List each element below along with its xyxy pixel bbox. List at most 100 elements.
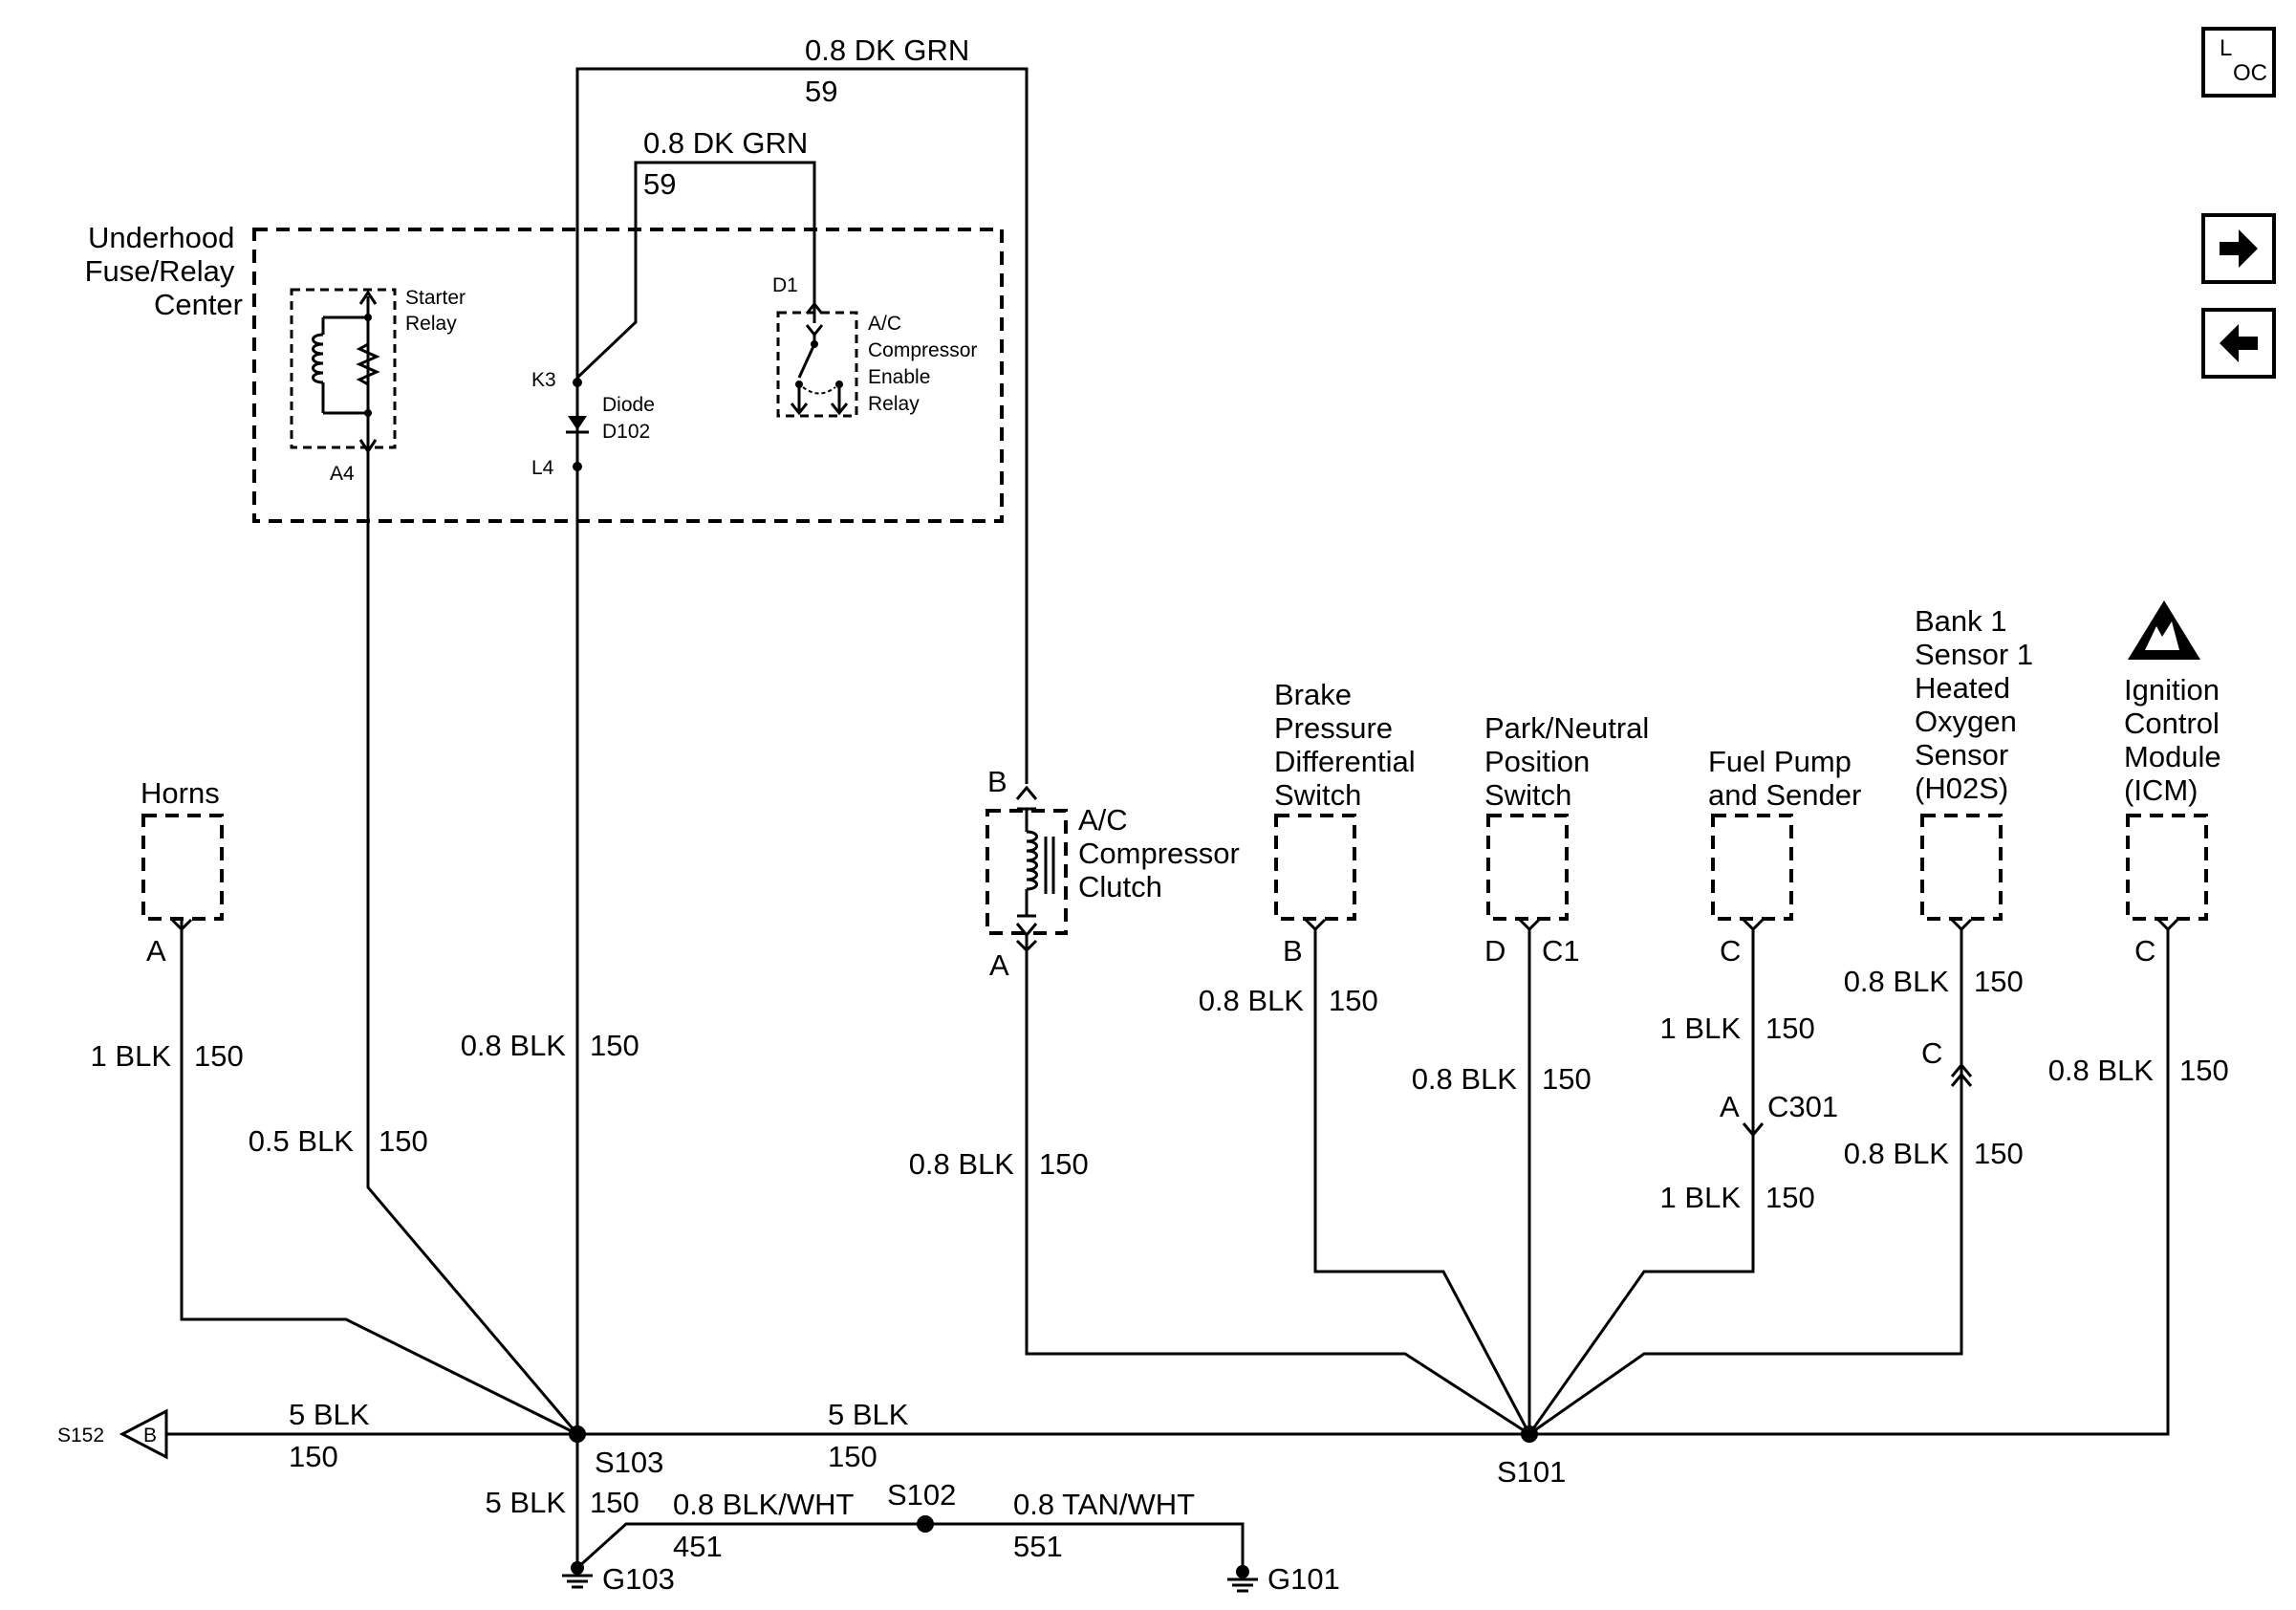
o2-label: Bank 1 Sensor 1 Heated Oxygen Sensor (H0… [1915,604,2042,805]
starter-relay-box [290,288,397,449]
g103-wire-circuit: 150 [590,1486,639,1519]
s152-pin: B [143,1425,157,1447]
park-wire-color: 0.8 BLK [1412,1062,1518,1096]
s102-left-wire-color: 0.8 BLK/WHT [673,1488,855,1521]
park-wire-circuit: 150 [1542,1062,1592,1096]
diode-label: Diode D102 [602,394,661,443]
wire-clutch [1025,935,1530,1436]
brake-wire-circuit: 150 [1329,984,1378,1017]
fuel-pin: C [1720,934,1741,968]
ac-relay-symbol [790,301,849,416]
ac-clutch-box [986,809,1068,935]
park-pin-d: D [1484,934,1505,968]
fuel1-wire-circuit: 150 [1765,1012,1815,1045]
fuel-label: Fuel Pump and Sender [1708,745,1861,812]
wire-outer-color: 0.8 DK GRN [805,33,969,67]
fuel-box [1711,814,1793,921]
pin-l4: L4 [531,457,554,479]
starter-relay-label: Starter Relay [405,287,471,335]
icm-label: Ignition Control Module (ICM) [2124,673,2229,807]
s101-splice [1521,1425,1538,1443]
arrow-left-icon [2220,324,2258,362]
o2-connector-c [1950,1062,1973,1087]
c301-label: C301 [1767,1090,1838,1123]
starter-wire-color: 0.5 BLK [249,1124,355,1158]
brake-wire-color: 0.8 BLK [1199,984,1305,1017]
icm-wire-circuit: 150 [2179,1054,2229,1087]
o2-pin: C [1921,1036,1942,1070]
wire-outer-dk-grn [575,67,1029,784]
icm-box [2126,814,2208,921]
ac-clutch-label: A/C Compressor Clutch [1078,803,1247,903]
prev-button[interactable] [2201,308,2276,379]
fuse-relay-center-box [252,228,1004,523]
c301-pin: A [1720,1090,1740,1123]
horn-wire-color: 1 BLK [91,1039,172,1073]
s152-label: S152 [57,1425,104,1447]
g101-ground-icon [1227,1565,1258,1593]
horns-label: Horns [141,776,220,810]
g103-wire-color: 5 BLK [486,1486,567,1519]
g103-ground-icon [562,1561,593,1589]
s102-right-wire-circuit: 551 [1013,1530,1063,1563]
fuse-center-title: Underhood Fuse/Relay Center [85,221,243,321]
s103-label: S103 [595,1446,663,1479]
o2-wire-2-circuit: 150 [1974,1137,2024,1170]
esd-warning-icon [2128,600,2200,660]
brake-label: Brake Pressure Differential Switch [1274,678,1423,812]
horn-wire-circuit: 150 [194,1039,244,1073]
icm-wire-color: 0.8 BLK [2048,1054,2155,1087]
fuel2-wire-color: 1 BLK [1660,1181,1742,1214]
s152-connector [119,1408,168,1460]
loc-button[interactable]: L OC [2201,27,2276,98]
brake-box [1274,814,1356,921]
diode-wire-color: 0.8 BLK [461,1029,567,1062]
clutch-wire-color: 0.8 BLK [909,1147,1015,1181]
next-button[interactable] [2201,213,2276,284]
horns-pin: A [146,934,166,968]
clutch-wire-circuit: 150 [1039,1147,1089,1181]
wire-inner-color: 0.8 DK GRN [643,126,808,160]
o2-wire-1-circuit: 150 [1974,965,2024,998]
s102-right-wire-color: 0.8 TAN/WHT [1013,1488,1195,1521]
wire-starter [366,449,579,1435]
icm-pin: C [2134,934,2155,968]
s101-label: S101 [1497,1455,1566,1489]
wire-o2 [1528,929,1963,1436]
wire-icm [1529,929,2170,1436]
fuel1-wire-color: 1 BLK [1660,1012,1742,1045]
wire-outer-circuit: 59 [805,75,837,108]
ac-clutch-symbol [1015,785,1055,938]
wire-horn [180,918,578,1436]
pin-a4: A4 [330,463,355,485]
wire-brake [1313,929,1531,1435]
fuel2-wire-circuit: 150 [1765,1181,1815,1214]
main-mid-wire-color: 5 BLK [828,1398,909,1431]
s102-left-wire-circuit: 451 [673,1530,723,1563]
s102-splice [917,1515,934,1533]
brake-pin: B [1283,934,1303,968]
pin-k3: K3 [531,369,556,391]
g103-label: G103 [602,1562,675,1596]
wire-s102 [575,1522,1245,1572]
c301-connector [1742,1122,1765,1138]
park-box [1486,814,1569,921]
main-left-wire-circuit: 150 [289,1440,338,1473]
diode-wire-circuit: 150 [590,1029,639,1062]
arrow-right-icon [2220,229,2258,268]
park-label: Park/Neutral Position Switch [1484,711,1657,812]
starter-wire-circuit: 150 [379,1124,428,1158]
ac-clutch-pin-a: A [989,948,1009,982]
main-left-wire-color: 5 BLK [289,1398,370,1431]
g101-label: G101 [1267,1562,1340,1596]
pin-d1: D1 [772,274,798,296]
ac-relay-label: A/C Compressor Enable Relay [868,313,983,415]
wire-fuel [1527,929,1755,1435]
s102-label: S102 [887,1478,956,1512]
o2-wire-1-color: 0.8 BLK [1844,965,1950,998]
o2-box [1920,814,2003,921]
o2-wire-2-color: 0.8 BLK [1844,1137,1950,1170]
main-mid-wire-circuit: 150 [828,1440,877,1473]
horns-box [141,814,224,921]
